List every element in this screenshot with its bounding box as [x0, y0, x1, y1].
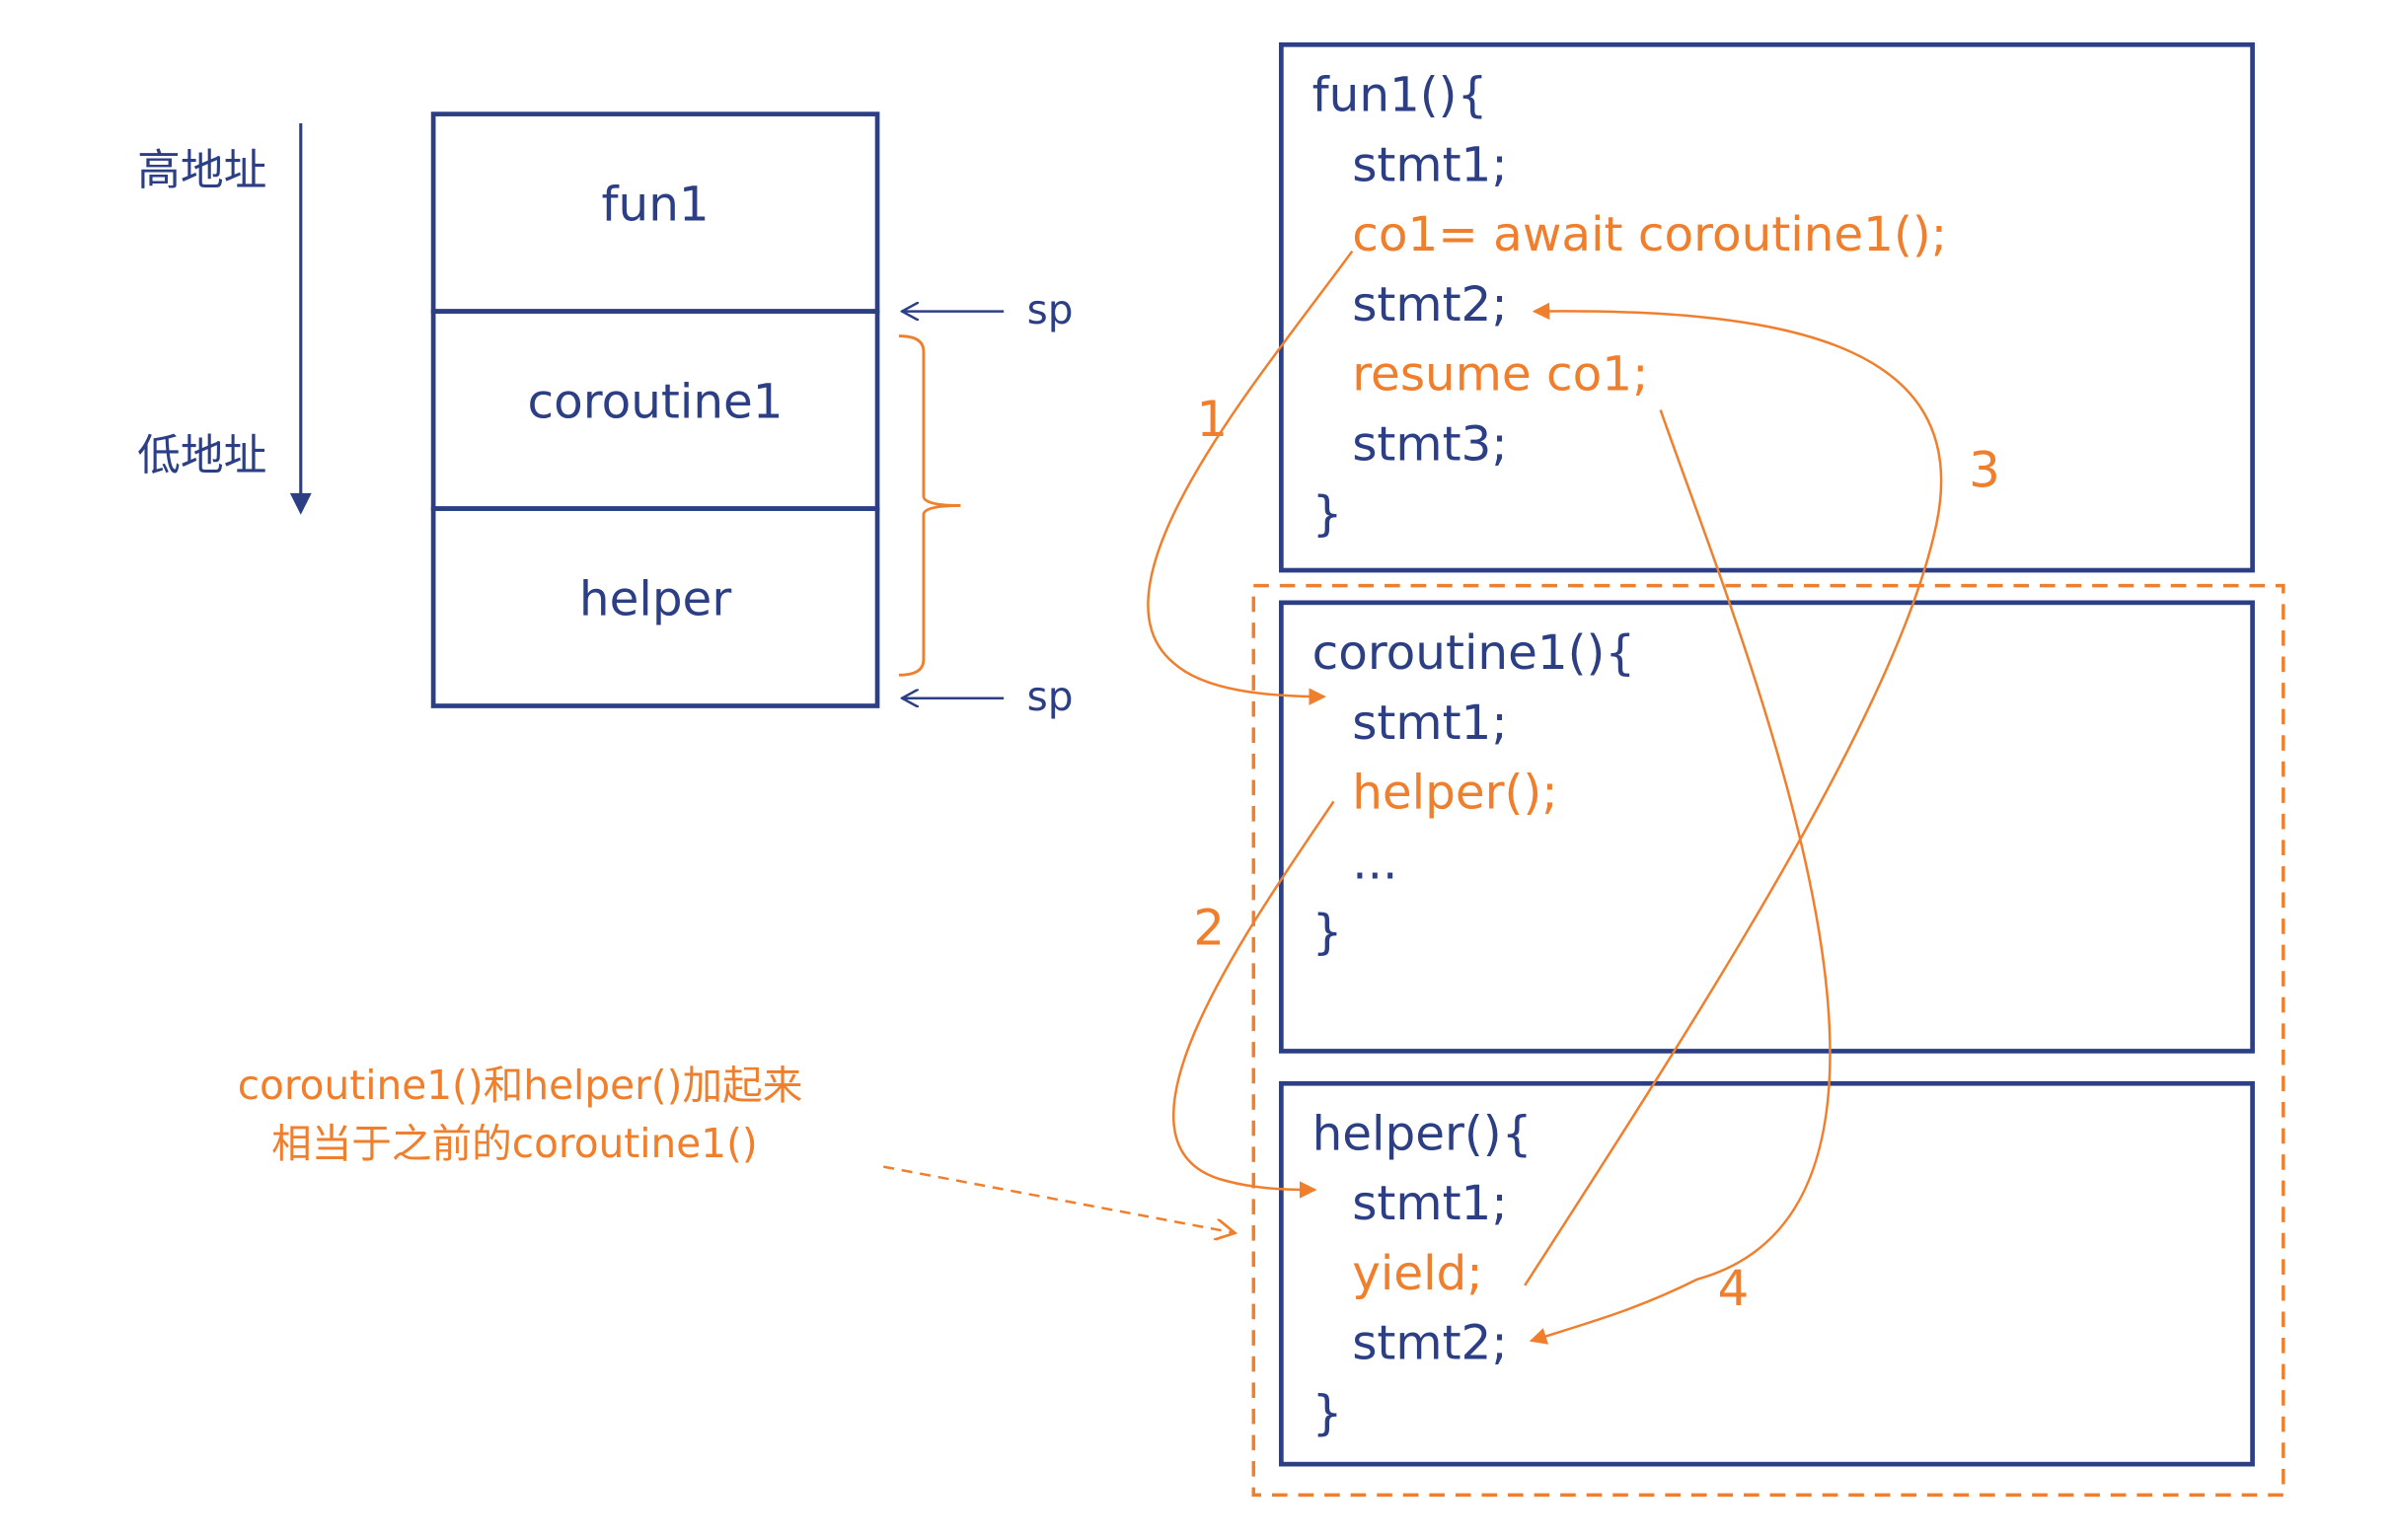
- high-address-label: 高地址: [137, 145, 266, 195]
- flow-step-1: 1: [1196, 391, 1228, 448]
- code-line: }: [1312, 486, 1343, 542]
- code-line: }: [1312, 1386, 1343, 1441]
- code-line: stmt3;: [1352, 416, 1507, 472]
- code-line: co1= await coroutine1();: [1352, 207, 1947, 262]
- code-line: ...: [1352, 835, 1397, 890]
- low-address-label: 低地址: [137, 430, 266, 480]
- code-coroutine1: coroutine1(){ stmt1; helper();...}: [1312, 625, 1636, 960]
- stack-frame-helper: [430, 506, 880, 708]
- down-arrow-icon: [289, 492, 312, 515]
- flow-step-2: 2: [1193, 900, 1225, 957]
- code-line: helper();: [1352, 766, 1557, 821]
- code-box-fun1: [1279, 41, 2255, 573]
- code-fun1: fun1(){ stmt1; co1= await coroutine1(); stm…: [1312, 67, 1947, 542]
- sp-bottom-label: sp: [1027, 673, 1074, 720]
- code-box-coroutine1: [1279, 600, 2255, 1054]
- code-line: stmt2;: [1352, 277, 1507, 332]
- code-line: stmt2;: [1352, 1316, 1507, 1371]
- address-axis: 高地址 低地址: [137, 122, 312, 515]
- stack-frame-label: coroutine1: [528, 374, 784, 429]
- coroutine-span-brace: [898, 334, 961, 677]
- flow-arrow-4: [1529, 409, 1832, 1345]
- flow-arrow-3: [1524, 302, 1943, 1286]
- code-line: stmt1;: [1352, 137, 1507, 192]
- flow-step-3: 3: [1969, 442, 2000, 499]
- code-box-helper: [1279, 1080, 2255, 1467]
- code-line: coroutine1(){: [1312, 625, 1636, 681]
- flow-arrow-2: [1172, 800, 1335, 1199]
- flow-step-4: 4: [1717, 1260, 1749, 1317]
- code-line: yield;: [1352, 1246, 1482, 1301]
- flow-arrow-1: [1147, 250, 1354, 705]
- code-line: stmt1;: [1352, 696, 1507, 751]
- code-line: helper(){: [1312, 1106, 1533, 1161]
- code-line: resume co1;: [1352, 347, 1648, 403]
- code-helper: helper(){ stmt1; yield; stmt2;}: [1312, 1106, 1533, 1440]
- annotation-line-1: coroutine1()和helper()加起来: [238, 1062, 803, 1109]
- stack-frame-label: fun1: [601, 177, 709, 232]
- annotation-line-2: 相当于之前的coroutine1(): [271, 1120, 758, 1167]
- annotation-pointer-arrow: [883, 1165, 1235, 1233]
- code-line: fun1(){: [1312, 67, 1488, 122]
- call-stack: fun1 coroutine1 helper sp sp: [430, 111, 1074, 720]
- stack-frame-label: helper: [579, 571, 731, 626]
- code-line: stmt1;: [1352, 1176, 1507, 1231]
- code-line: }: [1312, 905, 1343, 960]
- sp-top-label: sp: [1027, 286, 1074, 333]
